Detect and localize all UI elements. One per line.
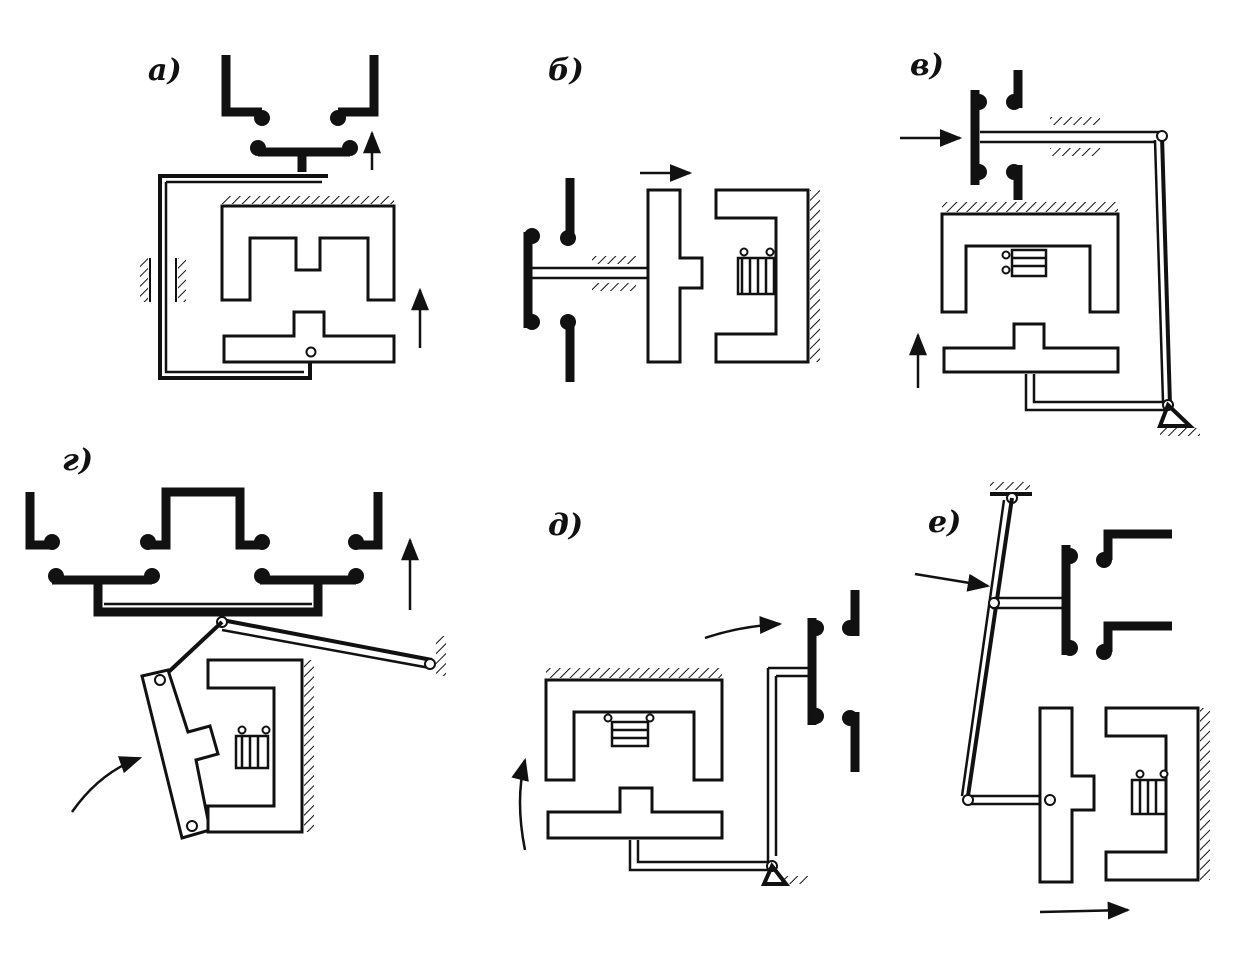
rod: [980, 130, 1160, 144]
panel-label-g: г): [62, 443, 93, 478]
rod-link: [628, 840, 772, 872]
contact-point: [342, 140, 358, 156]
link: [221, 618, 433, 662]
rod-frame: [158, 174, 328, 380]
armature: [546, 786, 724, 840]
rod-link: [1024, 374, 1168, 412]
lever: [966, 497, 1014, 797]
ground-hatch: [222, 196, 394, 204]
e-core-magnet: [220, 204, 396, 302]
ground-hatch: [810, 190, 820, 362]
fixed-contact-left: [221, 55, 262, 117]
moving-contact-bridge: [258, 147, 350, 172]
guide-hatch: [140, 258, 148, 302]
panel-label-e: е): [928, 505, 961, 540]
motion-arrow: [511, 757, 529, 851]
panel-label-b: б): [548, 53, 584, 88]
armature: [140, 668, 220, 840]
pivot-pin: [305, 346, 317, 358]
motion-arrow: [70, 756, 143, 813]
rod-link: [968, 794, 1050, 806]
motion-arrow: [1039, 901, 1131, 920]
e-core-magnet: [544, 678, 724, 782]
panel-label-a: а): [148, 53, 182, 88]
contact-point: [330, 110, 346, 126]
lever: [1160, 135, 1172, 406]
coil: [1130, 769, 1169, 816]
panel-label-d: д): [548, 508, 583, 543]
fixed-contact-right: [338, 55, 379, 117]
armature: [222, 310, 396, 364]
c-core-magnet: [714, 188, 810, 364]
motion-arrow: [704, 616, 783, 640]
armature: [646, 188, 704, 364]
panel-b: б): [523, 53, 820, 382]
panel-d: д): [511, 508, 860, 886]
panel-g: г): [25, 443, 446, 840]
ground-hatch: [1160, 428, 1200, 436]
guide-hatch: [592, 256, 636, 264]
rod: [766, 666, 812, 862]
coil: [736, 247, 776, 296]
panel-v: в): [900, 48, 1200, 436]
contact-point: [250, 140, 266, 156]
panel-a: а): [140, 53, 429, 380]
guide-hatch: [592, 283, 636, 291]
e-core-magnet: [940, 212, 1120, 314]
ground-hatch: [990, 482, 1030, 490]
rod: [532, 266, 648, 280]
c-core-magnet: [206, 658, 304, 834]
rod-frame-inner: [164, 180, 322, 374]
armature: [942, 322, 1120, 374]
guide-hatch: [178, 258, 186, 302]
armature: [1038, 706, 1096, 884]
panel-label-v: в): [910, 48, 944, 83]
c-core-magnet: [1104, 706, 1200, 882]
rod: [992, 596, 1062, 610]
coil: [1001, 248, 1048, 278]
coil: [234, 725, 271, 770]
motion-arrow: [914, 572, 991, 592]
contact-point: [254, 110, 270, 126]
coil: [603, 713, 655, 748]
panel-e: е): [914, 482, 1210, 920]
